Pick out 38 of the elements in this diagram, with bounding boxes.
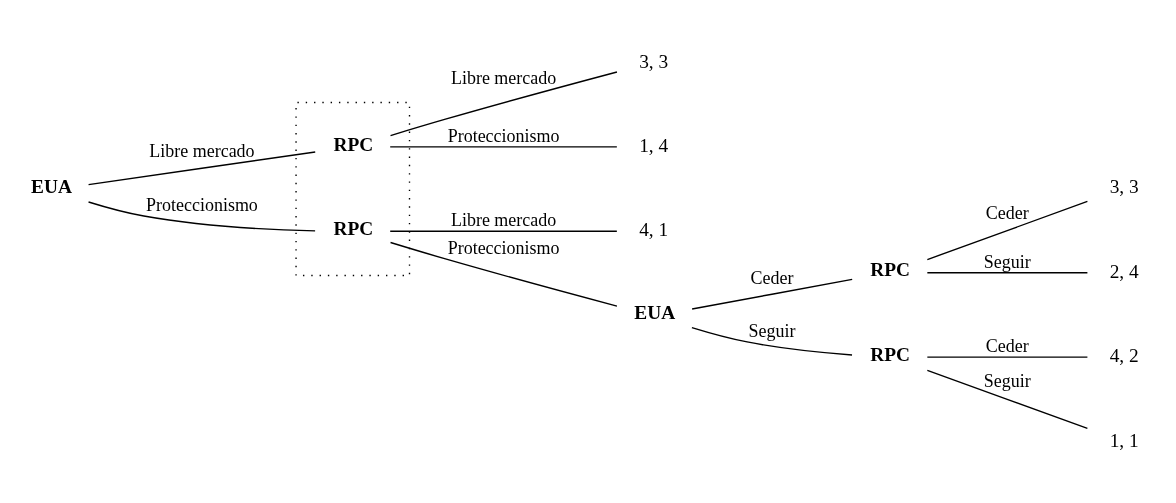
node-text: RPC	[870, 343, 911, 365]
edge-label: Ceder	[985, 202, 1029, 223]
connector	[389, 145, 618, 148]
edge-label: Ceder	[985, 335, 1029, 356]
connector	[926, 369, 1089, 429]
connector	[926, 355, 1089, 358]
node-text: 2, 4	[1109, 260, 1139, 282]
edge-label: Seguir	[748, 320, 796, 341]
node-text: EUA	[31, 175, 72, 197]
node-text: 1, 1	[1109, 429, 1139, 451]
connector	[389, 70, 618, 136]
connector	[389, 230, 618, 232]
edge-label: Libre mercado	[149, 140, 255, 161]
connector	[691, 278, 853, 310]
edge-label: Seguir	[983, 251, 1031, 272]
edge-label: Proteccionismo	[146, 194, 258, 215]
connector	[389, 241, 618, 307]
node-text: 3, 3	[1109, 175, 1139, 197]
connector	[87, 150, 316, 185]
node-text: EUA	[634, 301, 676, 323]
connector	[926, 200, 1089, 260]
node-text: 4, 1	[639, 218, 669, 240]
cluster	[295, 101, 411, 276]
node-text: RPC	[333, 217, 374, 239]
node-text: RPC	[870, 258, 911, 280]
connector	[926, 271, 1089, 273]
edge-label: Seguir	[983, 370, 1031, 391]
edge-label: Proteccionismo	[447, 237, 560, 258]
edge-label: Proteccionismo	[447, 125, 560, 146]
edge-label: Ceder	[750, 267, 794, 288]
connector	[691, 326, 853, 356]
connector	[87, 200, 316, 232]
node-text: 4, 2	[1109, 344, 1139, 366]
node-text: 1, 4	[639, 134, 669, 156]
node-text: 3, 3	[639, 50, 669, 72]
edge-label: Libre mercado	[450, 67, 557, 88]
node-text: RPC	[333, 133, 374, 155]
edge-label: Libre mercado	[450, 209, 557, 230]
